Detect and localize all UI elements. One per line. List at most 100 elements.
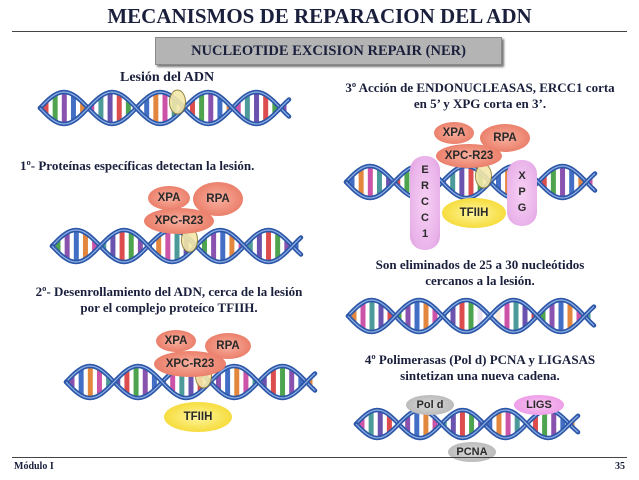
base-pair [82,232,88,260]
base-pair [179,366,185,398]
base-pair [73,230,79,262]
base-pair [98,96,104,120]
base-pair [55,239,61,253]
base-pair [272,102,278,114]
base-pair [252,378,258,386]
base-pair [450,171,456,193]
base-pair [238,242,244,250]
removed-caption-line1: Son eliminados de 25 a 30 nucleótidos [375,257,585,272]
base-pair [142,367,148,397]
base-pair [351,309,357,323]
xpa-protein-step3: XPA [434,122,474,144]
base-pair [116,93,122,123]
base-pair [432,417,438,431]
dna-helix-excised [345,297,597,335]
tfiih-complex-step3: TFIIH [442,198,506,228]
footer-page-number: 35 [615,461,625,472]
base-pair [358,168,364,196]
base-pair [558,300,564,332]
base-pair [208,92,214,124]
base-pair [78,368,84,396]
base-pair [254,92,260,124]
base-pair [377,410,383,438]
step1-caption: 1º- Proteínas específicas detectan la le… [20,158,255,173]
base-pair [101,242,107,250]
lesion-label: Lesión del ADN [120,70,215,85]
ligase: LIGS [514,395,564,415]
step3-caption-line2: en 5’ y XPG corta en 3’. [413,96,547,111]
xpa-protein: XPA [148,186,190,210]
base-pair [541,175,547,189]
dna-helix-incision [343,163,598,201]
step2-caption-line2: por el complejo proteíco TFIIH. [80,300,258,315]
base-pair [395,178,401,186]
base-pair [289,368,295,396]
base-pair [376,168,382,196]
xpc-r23-protein-step2: XPC-R23 [154,351,226,377]
base-pair [235,101,241,115]
base-pair [542,410,548,438]
base-pair [70,94,76,122]
base-pair [369,300,375,332]
base-pair [281,104,287,112]
base-pair [256,232,262,260]
base-pair [459,300,465,332]
base-pair [414,300,420,332]
base-pair [153,92,159,124]
base-pair [477,306,483,326]
base-pair [367,166,373,198]
base-pair [496,411,502,437]
step2-caption-line1: 2º- Desenrollamiento del ADN, cerca de l… [35,284,303,299]
base-pair [469,412,475,436]
base-pair [459,166,465,198]
base-pair [386,415,392,433]
base-pair [128,231,134,261]
base-pair [234,366,240,398]
xpa-protein-step2: XPA [156,330,196,352]
base-pair [495,307,501,325]
base-pair [423,411,429,437]
base-pair [405,304,411,328]
base-pair [284,240,290,252]
base-pair [585,312,591,320]
base-pair [52,94,58,122]
base-pair [43,101,49,115]
base-pair [244,94,250,122]
base-pair [576,310,582,322]
base-pair [215,373,221,391]
base-pair [266,230,272,262]
base-pair [225,367,231,397]
base-pair [396,312,402,320]
dna-strand-highlight [51,229,302,263]
lesion-marker [475,163,492,189]
base-pair [368,411,374,437]
base-pair [243,370,249,394]
xpc-r23-protein-step3: XPC-R23 [436,144,502,168]
base-pair [87,366,93,398]
lesion-marker [169,89,186,115]
base-pair [80,102,86,114]
dna-strand-highlight [65,365,316,399]
base-pair [522,304,528,328]
base-pair [115,378,121,386]
base-pair [263,94,269,122]
base-pair [189,99,195,117]
base-pair [280,366,286,398]
base-pair [64,232,70,260]
title-divider [12,31,627,32]
base-pair [560,166,566,198]
base-pair [387,310,393,322]
base-pair [124,370,130,394]
base-pair [211,231,217,261]
base-pair [468,300,474,332]
base-pair [459,410,465,438]
section-subtitle: NUCLEOTIDE EXCISION REPAIR (NER) [155,37,502,65]
base-pair [119,230,125,262]
base-pair [531,312,537,320]
base-pair [201,237,207,255]
base-pair [423,301,429,331]
base-pair [106,376,112,388]
base-pair [567,302,573,330]
base-pair [569,168,575,196]
dna-strand-highlight [347,299,595,333]
